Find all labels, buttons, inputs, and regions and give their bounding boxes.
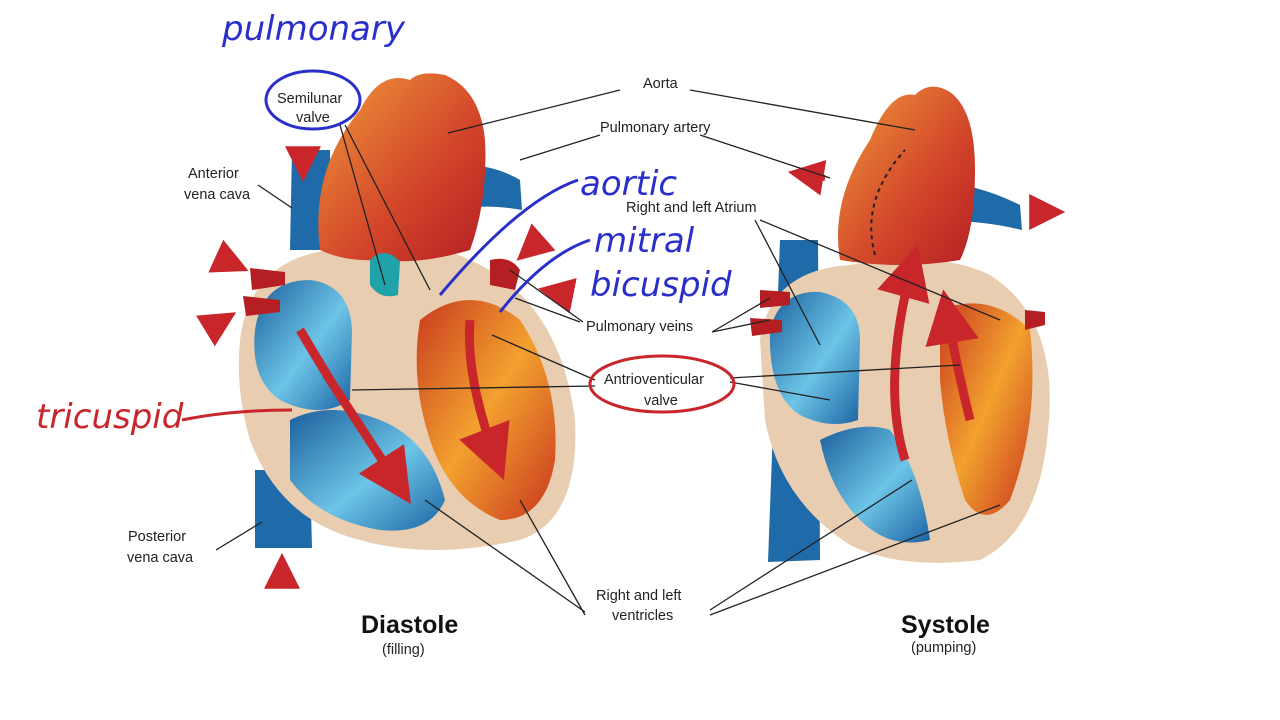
systole-subtitle: (pumping) — [911, 640, 976, 656]
systole-heart — [750, 86, 1066, 563]
diastole-subtitle: (filling) — [382, 642, 425, 658]
aortic-pointer — [438, 178, 579, 296]
left-ventricle — [416, 300, 556, 520]
mitral-pointer — [498, 238, 591, 313]
pointer-lines — [215, 89, 1001, 616]
av-valve-circle — [588, 354, 736, 414]
label-pulmonary-artery: Pulmonary artery — [600, 120, 711, 136]
systole-aorta — [838, 86, 975, 266]
label-pulmonary-veins: Pulmonary veins — [586, 319, 693, 335]
semilunar-circle — [264, 69, 362, 131]
inflow-arrow-left-1 — [208, 239, 249, 273]
diastole-title: Diastole — [361, 611, 458, 639]
tricuspid-pointer — [181, 408, 293, 422]
semilunar-valve — [370, 252, 400, 297]
pulmonary-veins-right — [490, 258, 520, 290]
label-aorta: Aorta — [643, 76, 679, 92]
systole-dotted-path — [870, 149, 906, 256]
systole-flow-arrow-2 — [925, 289, 979, 422]
label-semilunar-1: Semilunar — [277, 91, 342, 107]
flow-arrow-right — [296, 327, 411, 505]
systole-outflow-arrow-left — [787, 159, 827, 196]
label-atrium: Right and left Atrium — [626, 200, 757, 216]
annotations: pulmonary aortic mitral bicuspid tricusp… — [36, 9, 736, 437]
label-av-valve-1: Antrioventicular — [604, 372, 704, 388]
label-semilunar-2: valve — [296, 110, 330, 126]
label-ventricles-1: Right and left — [596, 588, 681, 604]
inflow-arrow-right-2 — [537, 277, 577, 314]
annotation-tricuspid: tricuspid — [36, 397, 184, 437]
inflow-arrow-right-1 — [516, 223, 556, 261]
labels: Aorta Pulmonary artery Semilunar valve A… — [127, 76, 990, 658]
annotation-pulmonary: pulmonary — [221, 9, 406, 49]
systole-right-chamber — [769, 291, 860, 424]
pulmonary-veins-left — [250, 268, 285, 290]
annotation-aortic: aortic — [580, 164, 677, 204]
label-ventricles-2: ventricles — [612, 608, 673, 624]
label-anterior-vena-cava-2: vena cava — [184, 187, 251, 203]
label-posterior-vena-cava-2: vena cava — [127, 550, 194, 566]
annotation-mitral: mitral — [594, 221, 695, 261]
systole-pulmonary-vein-left — [760, 290, 790, 308]
label-av-valve-2: valve — [644, 393, 678, 409]
systole-title: Systole — [901, 611, 990, 639]
inflow-arrow-left-2 — [196, 312, 237, 347]
annotation-bicuspid: bicuspid — [590, 265, 732, 305]
label-posterior-vena-cava-1: Posterior — [128, 529, 186, 545]
aorta — [318, 73, 486, 262]
pulmonary-veins-left-2 — [243, 296, 280, 316]
systole-pulmonary-vein-right — [1025, 310, 1045, 330]
systole-left-ventricle — [940, 303, 1033, 515]
diastole-heart — [196, 73, 577, 589]
label-anterior-vena-cava-1: Anterior — [188, 166, 239, 182]
